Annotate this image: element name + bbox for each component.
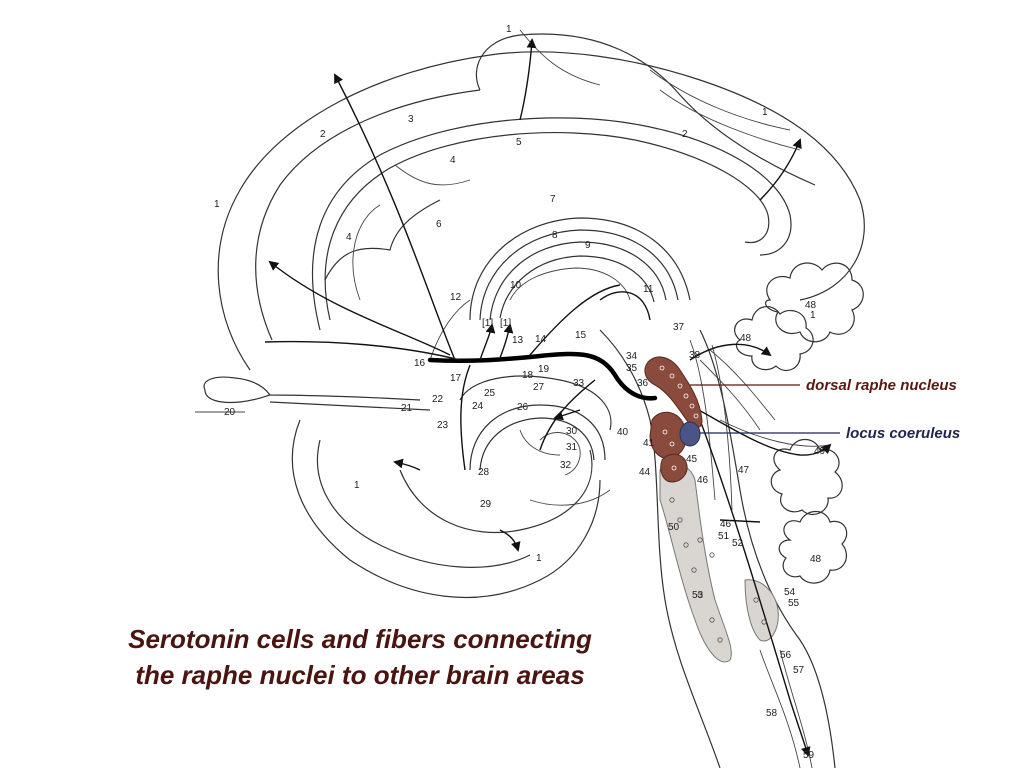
label: 11 [643,284,654,295]
label: 8 [552,230,558,241]
brainstem [599,329,836,768]
label: 37 [673,322,685,333]
raphe-region-44 [660,453,688,483]
corpus-callosum [311,117,792,331]
label: 21 [401,403,413,414]
label: 50 [668,522,680,533]
label: 13 [512,335,524,346]
raphe-nuclei [644,356,767,643]
label: 59 [803,750,815,761]
label: 48 [740,333,752,344]
label: 4 [346,232,352,243]
label: 36 [637,378,649,389]
label: 12 [450,292,462,303]
label: 17 [450,373,462,384]
label: 2 [320,129,326,140]
label: 31 [566,442,578,453]
label: 22 [432,394,444,405]
brainstem-gray-column-lower [744,579,779,642]
label: 34 [626,351,638,362]
temporal-structures [459,375,612,506]
label: 18 [522,370,534,381]
label: 45 [686,454,698,465]
label: 30 [566,426,578,437]
cortex-outline [217,29,865,599]
label: 58 [766,708,778,719]
label: 10 [510,280,522,291]
label: 55 [788,598,800,609]
label: 3 [408,114,414,125]
label: 1 [536,553,542,564]
label: 23 [437,420,449,431]
serotonin-fibers [264,38,832,757]
dorsal-raphe-label: dorsal raphe nucleus [806,377,957,394]
label: 35 [626,363,638,374]
label: 48 [805,300,817,311]
cerebellum [699,262,864,584]
label: 48 [810,554,822,565]
raphe-cell-dots [659,365,699,471]
brainstem-gray-column [659,463,732,663]
label: 1 [354,480,360,491]
label: 44 [639,467,651,478]
label: 1 [506,24,512,35]
label: 46 [697,475,709,486]
locus-coeruleus-label: locus coeruleus [846,425,960,442]
brainstem-cell-dots [669,497,767,643]
label: 46 [720,519,732,530]
label: 56 [780,650,792,661]
caption-line-2: the raphe nuclei to other brain areas [135,660,584,690]
label: 49 [814,446,826,457]
callout-lines [690,384,840,434]
caption-line-1: Serotonin cells and fibers connecting [128,624,592,654]
label: 7 [550,194,556,205]
label: 29 [480,499,492,510]
label: 27 [533,382,545,393]
label: 4 [450,155,456,166]
label: [1] [482,318,493,329]
label: 6 [436,219,442,230]
label: [1] [500,318,511,329]
label: 53 [692,590,704,601]
label: 20 [224,407,236,418]
label: 52 [732,538,744,549]
label: 51 [718,531,730,542]
raphe-region-41 [649,411,687,459]
label: 1 [762,107,768,118]
label: 54 [784,587,796,598]
label: 28 [478,467,490,478]
label: 19 [538,364,550,375]
label: 41 [643,438,655,449]
label: 40 [617,427,629,438]
label: 32 [560,460,572,471]
label: 9 [585,240,591,251]
locus-coeruleus-region [679,421,701,447]
label: 33 [573,378,585,389]
label: 1 [810,310,816,321]
label: 57 [793,665,805,676]
label: 2 [682,129,688,140]
label: 26 [517,402,529,413]
label: 1 [214,199,220,210]
label: 15 [575,330,587,341]
label: 5 [516,137,522,148]
structure-labels: 1 1 1 1 1 1 2 2 3 4 4 5 6 7 8 9 10 11 12… [214,24,826,761]
label: 24 [472,401,484,412]
olfactory-bulb [195,376,431,413]
label: 47 [738,465,750,476]
label: 25 [484,388,496,399]
fornix-thalamus [429,217,691,361]
label: 38 [689,350,701,361]
label: 14 [535,334,547,345]
label: 16 [414,358,426,369]
